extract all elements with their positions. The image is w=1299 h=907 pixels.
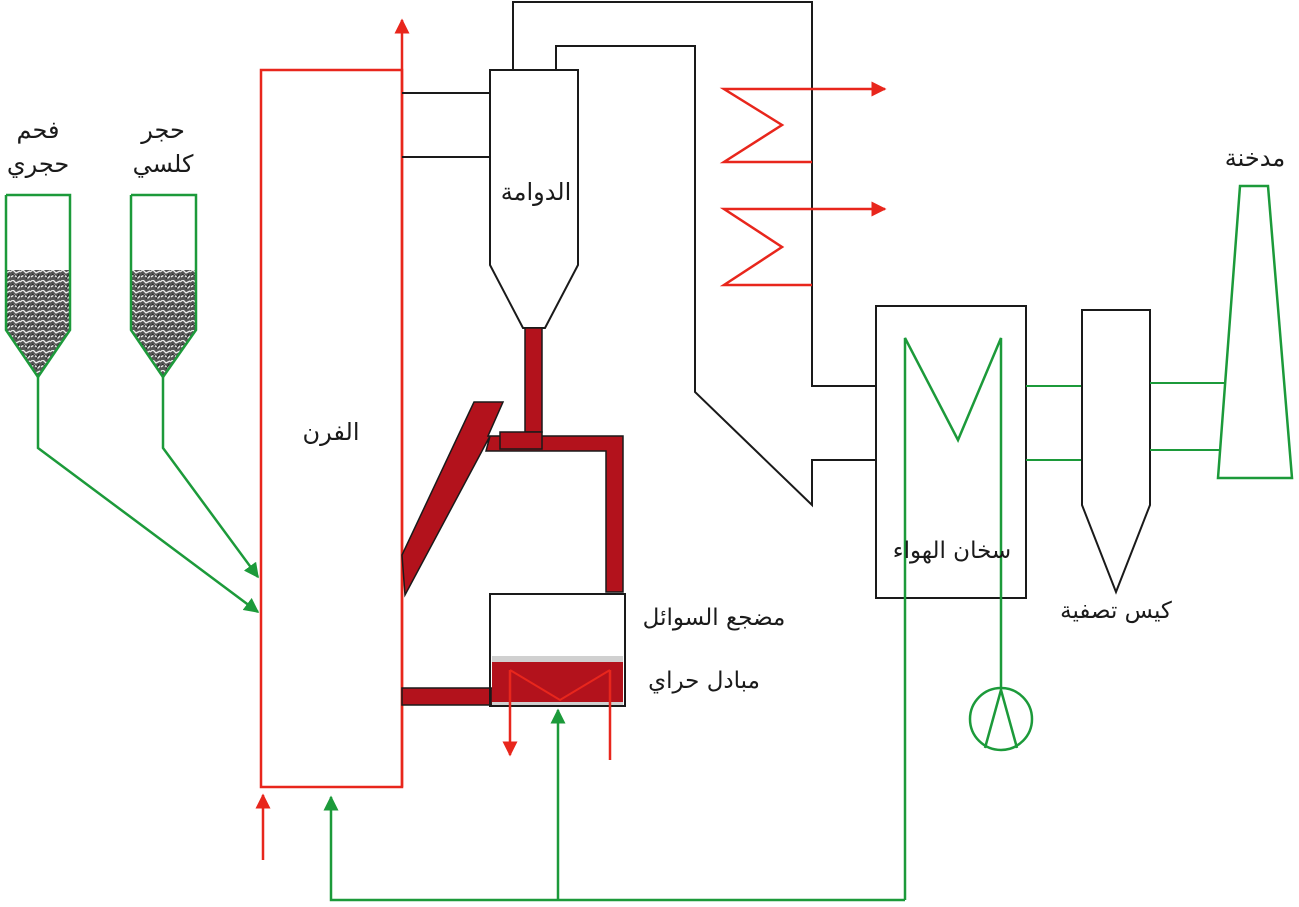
chimney-label: مدخنة: [1225, 144, 1285, 172]
furnace-label: الفرن: [303, 418, 360, 446]
limestone-hopper: [129, 193, 198, 380]
fan-icon: [968, 685, 1034, 752]
fluid-bed-label: مضجع السوائل: [643, 605, 786, 631]
filter-chimney-duct: [1150, 382, 1224, 451]
feed-lines: [36, 377, 260, 614]
return-leg-pipe: [401, 327, 624, 706]
cyclone: [489, 69, 579, 329]
coal-hopper: [4, 193, 72, 380]
air-heater-filter-duct: [1026, 385, 1082, 461]
cyclone-label: الدوامة: [501, 178, 572, 206]
coal-label-line1: فحم: [17, 116, 60, 144]
chimney: [1216, 184, 1294, 480]
air-heater: [875, 305, 1027, 900]
bag-filter: [1081, 309, 1151, 595]
limestone-label-line1: حجر: [140, 116, 185, 144]
bag-filter-label: كيس تصفية: [1060, 598, 1172, 624]
limestone-label-line2: كلسي: [133, 150, 194, 178]
heat-exchanger-label: مبادل حراي: [648, 668, 760, 694]
superheater-coils: [719, 81, 887, 287]
air-supply-loop: [323, 708, 905, 902]
furnace: [255, 18, 410, 860]
fluid-bed-vessel: [489, 593, 626, 760]
coal-label-line2: حجري: [7, 150, 69, 178]
furnace-cyclone-duct: [402, 92, 490, 158]
flue-gas-duct: [512, 1, 876, 508]
air-heater-label: سخان الهواء: [893, 538, 1011, 564]
